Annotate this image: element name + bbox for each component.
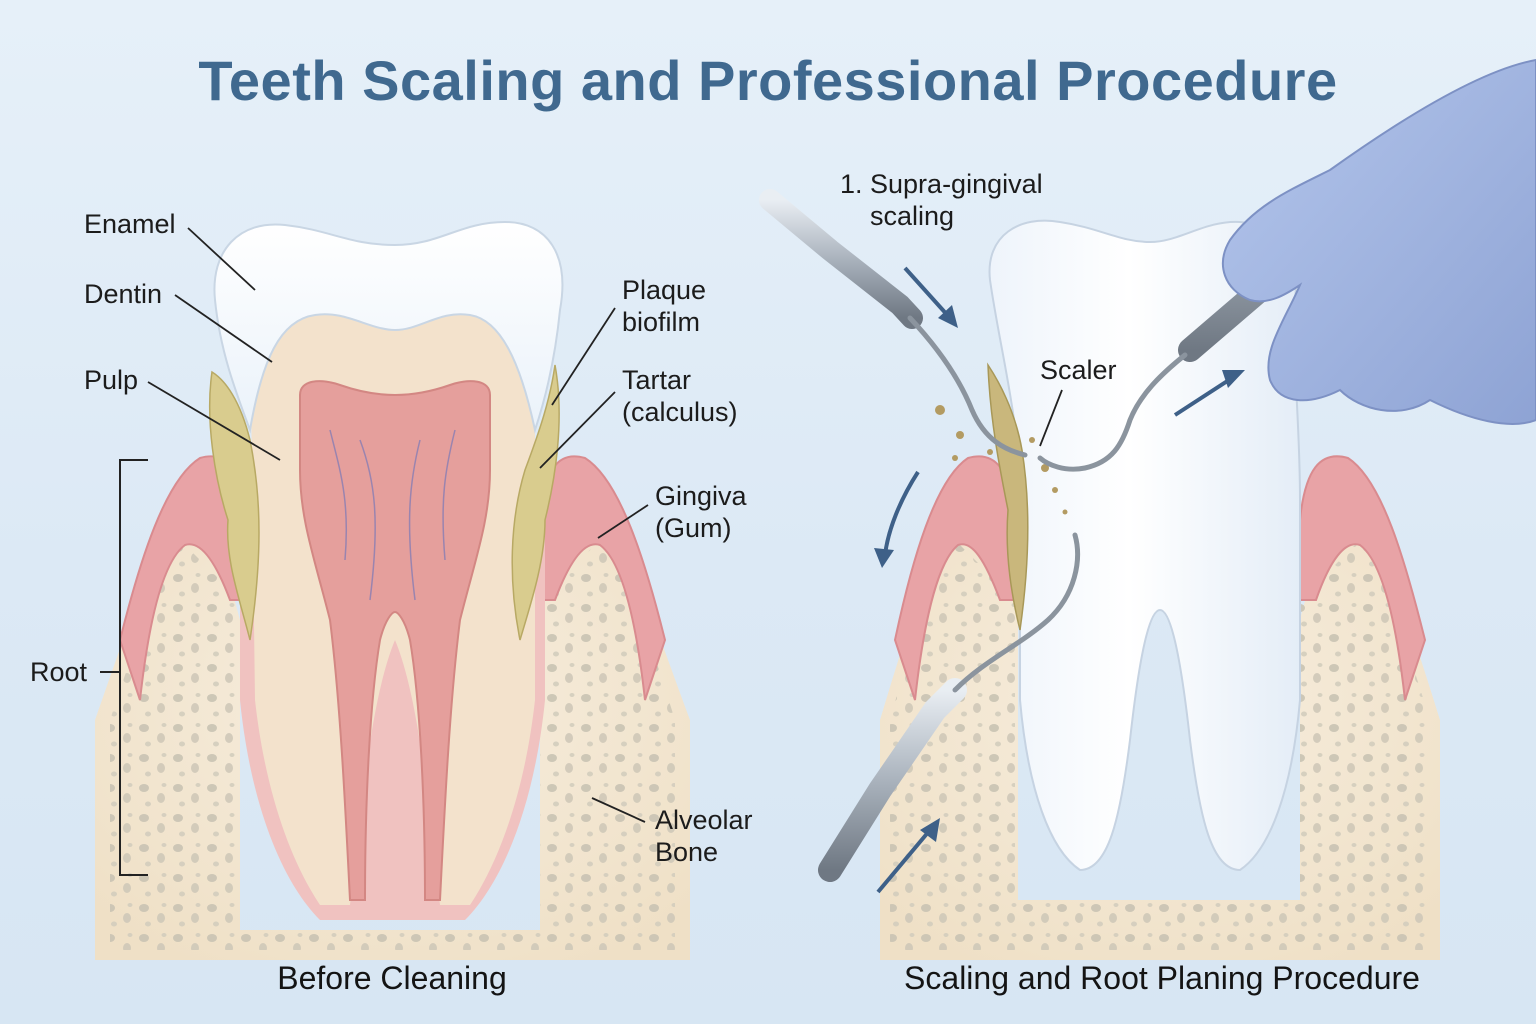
gloved-hand <box>1221 58 1536 425</box>
root-bracket <box>100 459 148 876</box>
label-tartar: Tartar (calculus) <box>622 365 738 427</box>
label-pulp: Pulp <box>84 365 139 395</box>
left-tartar-right <box>511 364 560 641</box>
right-tooth <box>988 219 1301 872</box>
upper-left-instrument <box>759 189 1028 458</box>
debris-particles <box>935 405 1068 515</box>
scaler-leader-line <box>1039 389 1063 447</box>
left-tooth-diagram <box>95 220 690 960</box>
lower-left-instrument <box>818 532 1080 882</box>
right-tooth-diagram <box>759 58 1536 960</box>
caption-before-cleaning: Before Cleaning <box>277 960 507 996</box>
caption-scaling-procedure: Scaling and Root Planing Procedure <box>904 960 1420 996</box>
label-supra-gingival-scaling: 1. Supra-gingival scaling <box>840 169 1043 231</box>
label-alveolar-bone: Alveolar Bone <box>655 805 753 867</box>
left-leader-lines <box>147 227 649 823</box>
label-dentin: Dentin <box>84 279 163 309</box>
right-tartar <box>987 362 1029 631</box>
label-plaque-biofilm: Plaque biofilm <box>622 275 707 337</box>
page-title: Teeth Scaling and Professional Procedure <box>198 49 1338 112</box>
motion-arrows <box>874 266 1245 894</box>
label-root: Root <box>30 657 88 687</box>
label-scaler: Scaler <box>1040 355 1117 385</box>
label-enamel: Enamel <box>84 209 176 239</box>
label-gingiva: Gingiva (Gum) <box>655 481 747 543</box>
left-tartar-left <box>208 370 260 641</box>
left-enamel <box>213 220 564 434</box>
